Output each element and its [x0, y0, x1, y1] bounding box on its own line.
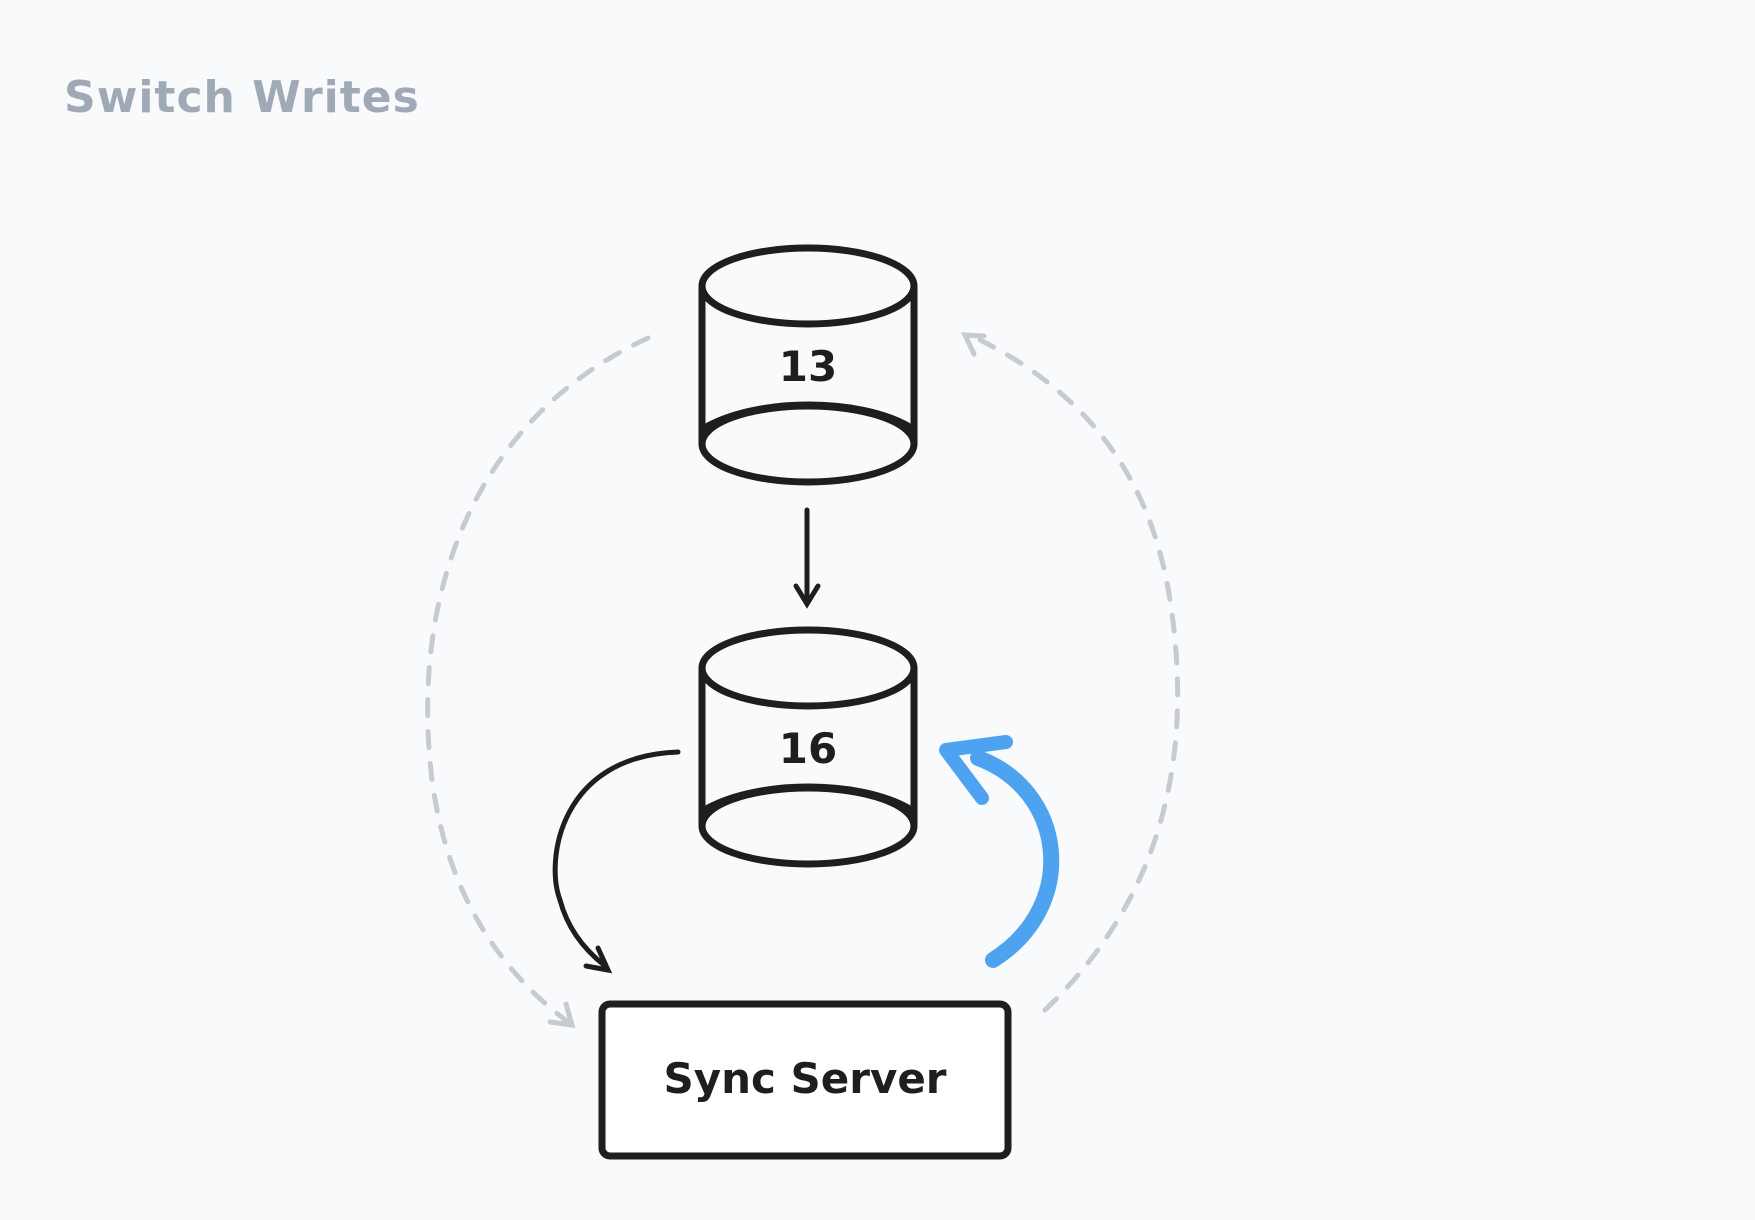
edge-13-to-16 — [793, 507, 821, 609]
page-title: Switch Writes — [64, 72, 420, 123]
edge-dashed-right — [977, 337, 1181, 1013]
sync-server-box — [598, 1000, 1012, 1160]
edge-16-to-sync — [552, 749, 681, 974]
database-13-label: 13 — [779, 342, 837, 391]
edge-dashed-left — [425, 335, 651, 1025]
sync-server-label: Sync Server — [663, 1054, 946, 1103]
database-16 — [698, 626, 918, 868]
database-16-label: 16 — [779, 724, 837, 773]
edge-dashed-right-arrowhead — [960, 332, 987, 357]
database-13 — [698, 244, 918, 486]
edge-sync-to-16-highlight — [939, 735, 1060, 968]
edge-dashed-left-arrowhead — [547, 1001, 576, 1028]
